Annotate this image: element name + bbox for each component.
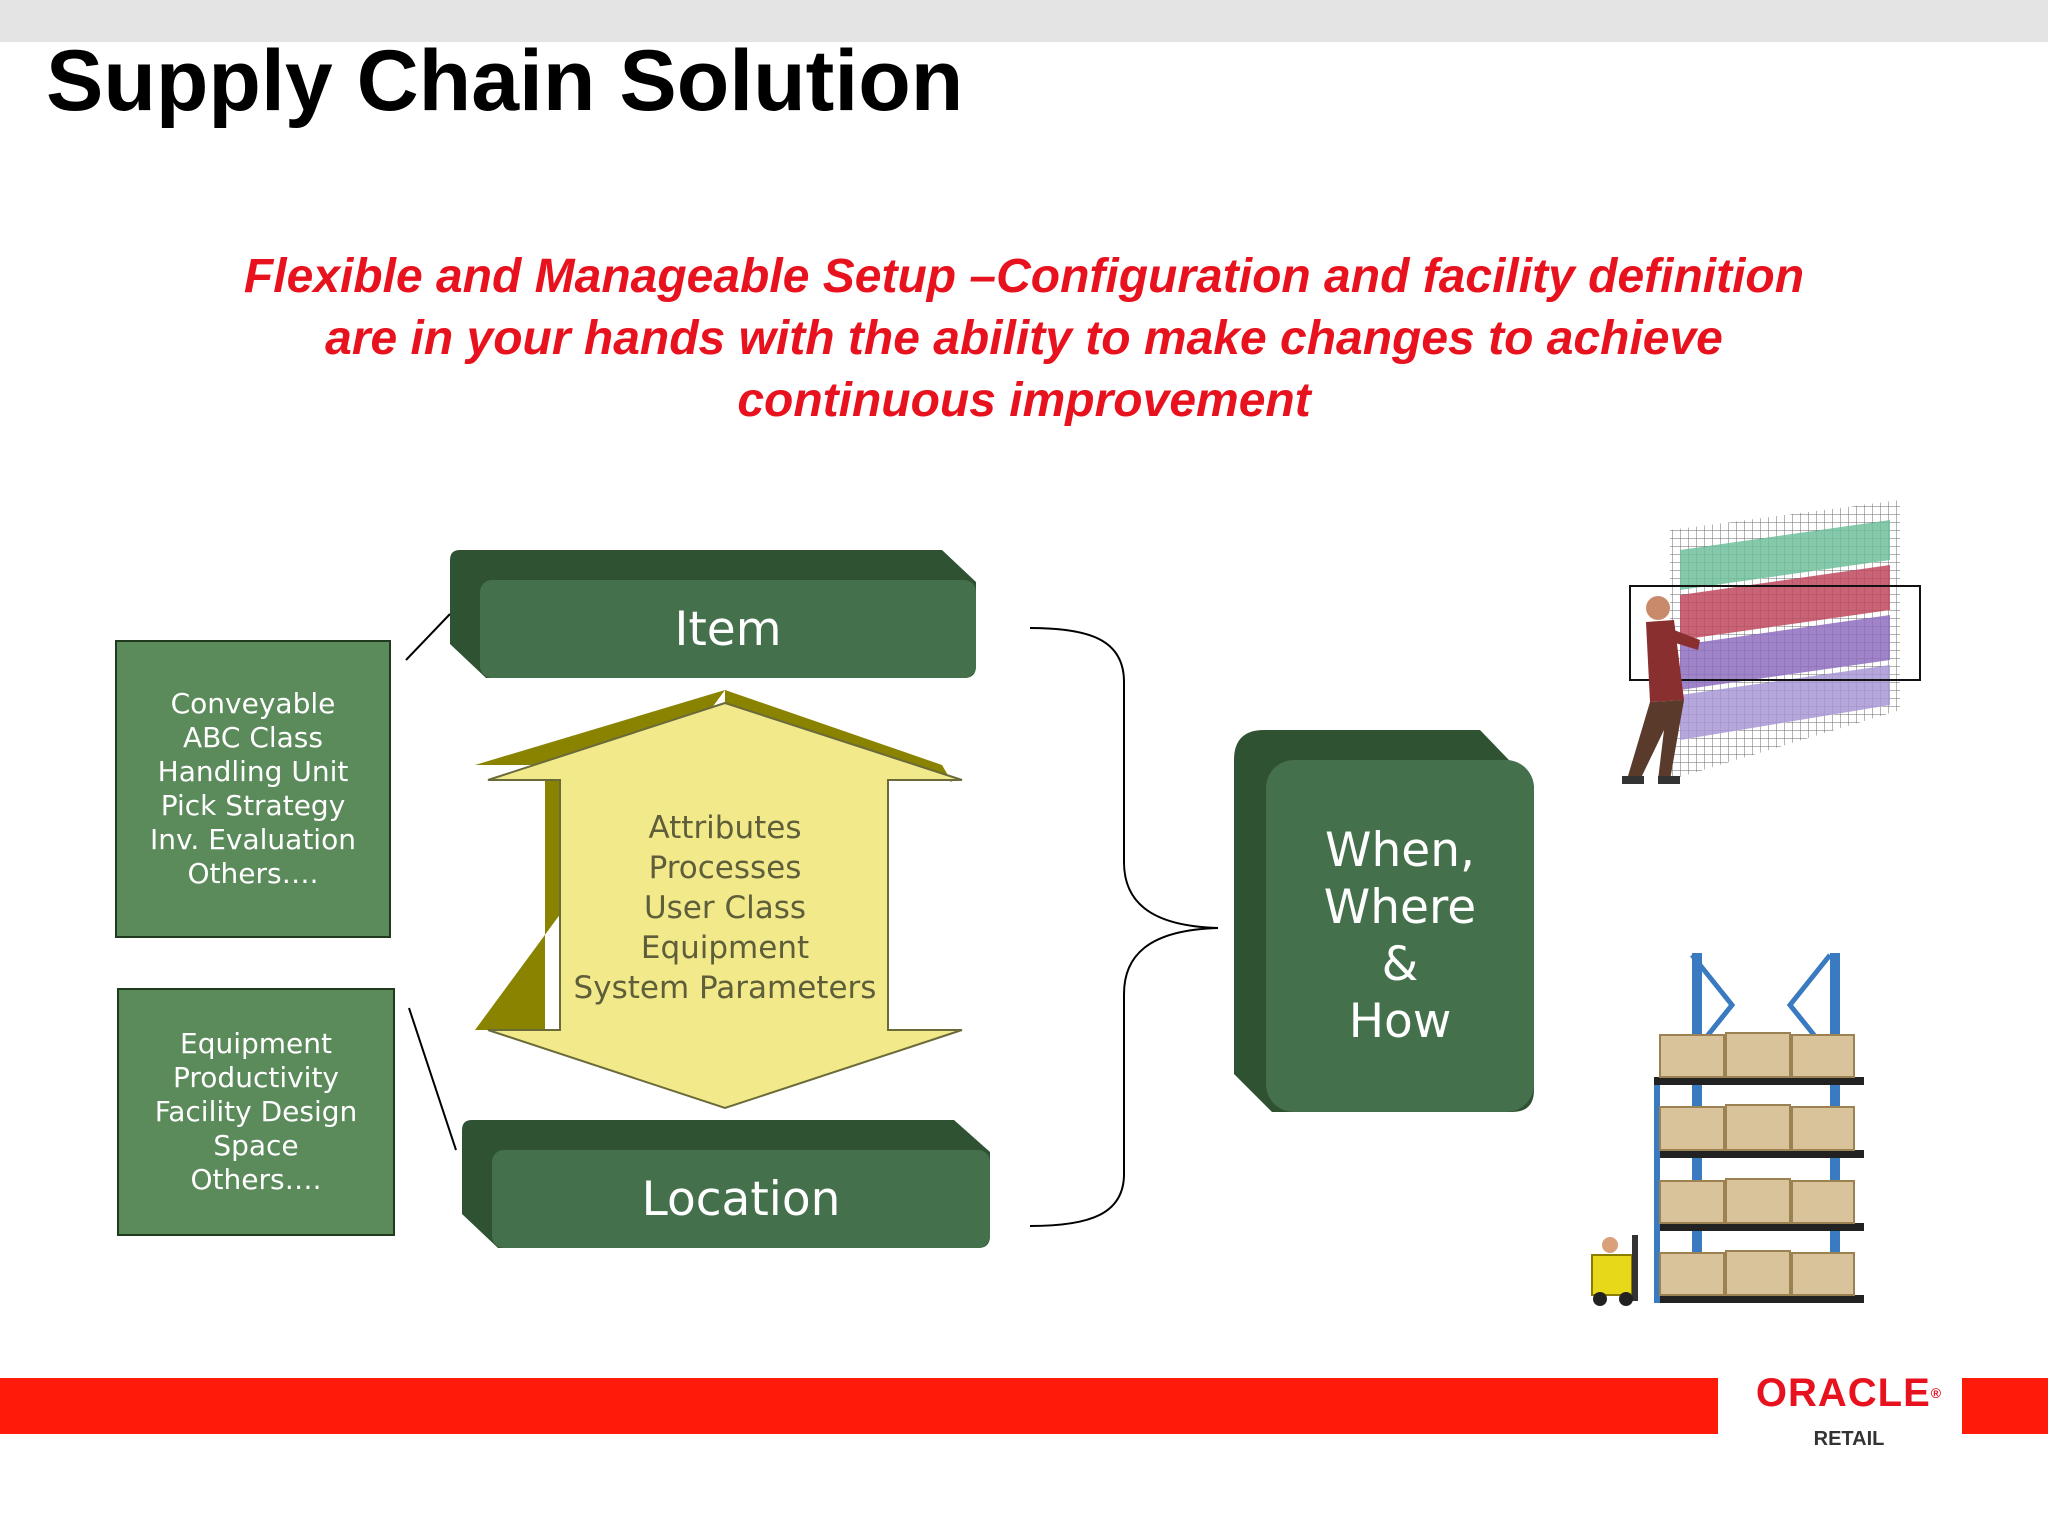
- result-line: When,: [1325, 823, 1475, 878]
- subtitle-line: continuous improvement: [737, 374, 1311, 427]
- footer-band-right: [1962, 1378, 2048, 1434]
- pallet-rack-illustration: [1591, 953, 1864, 1306]
- item-attribute: Others….: [187, 857, 319, 890]
- item-attribute: Handling Unit: [157, 755, 349, 788]
- location-attributes-box: Equipment Productivity Facility Design S…: [117, 988, 395, 1236]
- center-item: User Class: [643, 890, 807, 926]
- location-attribute: Space: [213, 1129, 299, 1162]
- center-item: System Parameters: [573, 970, 877, 1006]
- result-text: When, Where & How: [1260, 822, 1540, 1050]
- subtitle-line: are in your hands with the ability to ma…: [325, 312, 1723, 365]
- location-connector-line: [408, 1007, 457, 1151]
- warehouse-picker-illustration: [1622, 500, 1921, 784]
- center-item: Processes: [648, 850, 802, 886]
- worker-figure: [1622, 596, 1700, 784]
- center-items: Attributes Processes User Class Equipmen…: [560, 808, 890, 1008]
- result-line: How: [1348, 994, 1452, 1049]
- item-attributes-box: Conveyable ABC Class Handling Unit Pick …: [115, 640, 391, 938]
- center-item: Attributes: [648, 810, 802, 846]
- logo-sub: RETAIL: [1813, 1428, 1885, 1450]
- location-attribute: Productivity: [173, 1061, 339, 1094]
- result-box-shape: [1234, 730, 1534, 1112]
- subtitle-line: Flexible and Manageable Setup –Configura…: [243, 250, 1805, 303]
- slide-subtitle: Flexible and Manageable Setup –Configura…: [60, 246, 1988, 432]
- location-attribute: Others….: [190, 1163, 322, 1196]
- item-attribute: ABC Class: [183, 721, 323, 754]
- center-item: Equipment: [640, 930, 810, 966]
- item-attribute: Conveyable: [170, 687, 336, 720]
- location-box-shape: [462, 1120, 990, 1248]
- item-attribute: Pick Strategy: [160, 789, 346, 822]
- oracle-retail-logo: ORACLE® RETAIL: [1738, 1360, 1960, 1460]
- boxes: [1659, 1032, 1855, 1296]
- item-label: Item: [674, 602, 782, 657]
- item-connector-line: [405, 613, 451, 661]
- top-bar: [0, 0, 2048, 42]
- location-attribute: Facility Design: [154, 1095, 358, 1128]
- curly-brace: [1029, 627, 1219, 1227]
- result-line: Where: [1323, 880, 1477, 935]
- logo-word: ORACLE®: [1755, 1371, 1943, 1415]
- item-attribute: Inv. Evaluation: [150, 823, 356, 856]
- double-arrow-shape: [475, 690, 963, 1110]
- slide-title: Supply Chain Solution: [46, 33, 964, 129]
- footer-band-left: [0, 1378, 1718, 1434]
- item-box-shape: [450, 550, 976, 678]
- result-line: &: [1381, 937, 1419, 992]
- location-attribute: Equipment: [180, 1027, 332, 1060]
- forklift-figure: [1591, 1235, 1638, 1306]
- location-label: Location: [641, 1172, 841, 1227]
